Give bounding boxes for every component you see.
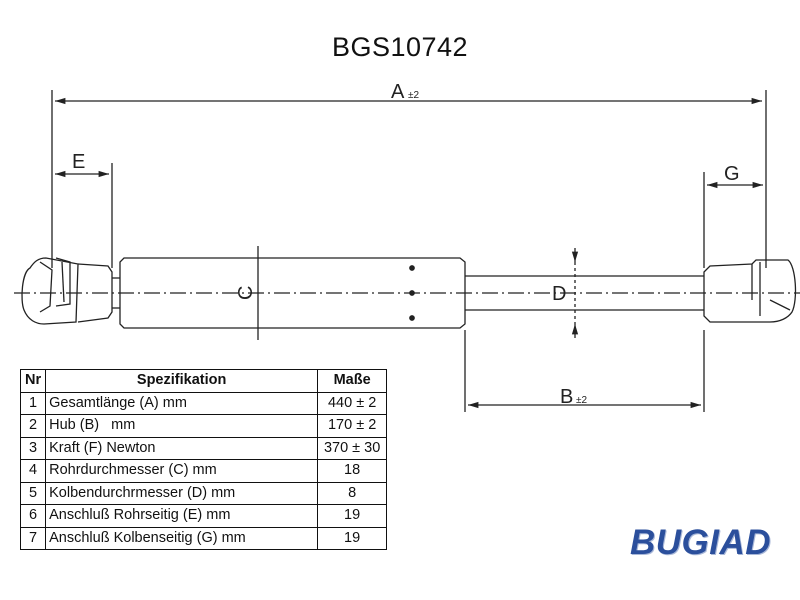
dimension-b-label: B	[560, 386, 573, 408]
right-end-fitting	[703, 259, 797, 323]
dimension-b-tolerance: ±2	[576, 395, 587, 406]
table-row: 6 Anschluß Rohrseitig (E) mm 19	[19, 504, 388, 528]
row-spec: Gesamtlänge (A) mm	[45, 391, 319, 415]
row-value: 370 ± 30	[317, 436, 388, 460]
table-row: 3 Kraft (F) Newton 370 ± 30	[19, 436, 388, 460]
header-spezifikation: Spezifikation	[45, 369, 319, 393]
dimension-g-label: G	[724, 163, 740, 185]
row-nr: 4	[19, 459, 47, 483]
table-row: 2 Hub (B) mm 170 ± 2	[19, 414, 388, 438]
row-spec: Kolbendurchrmesser (D) mm	[45, 481, 319, 505]
left-end-fitting	[21, 257, 120, 325]
row-spec: Anschluß Kolbenseitig (G) mm	[45, 526, 319, 550]
row-value: 19	[317, 504, 388, 528]
bugiad-logo: BUGIAD	[630, 523, 772, 562]
dimension-g	[703, 172, 763, 268]
row-spec: Anschluß Rohrseitig (E) mm	[45, 504, 319, 528]
row-nr: 3	[19, 436, 47, 460]
dimension-b	[464, 330, 705, 412]
row-nr: 7	[19, 526, 47, 550]
table-row: 4 Rohrdurchmesser (C) mm 18	[19, 459, 388, 483]
row-spec: Kraft (F) Newton	[45, 436, 319, 460]
table-row: 1 Gesamtlänge (A) mm 440 ± 2	[19, 391, 388, 415]
row-value: 19	[317, 526, 388, 550]
dimension-a-label: A	[391, 81, 405, 103]
dimension-e	[55, 163, 113, 268]
dimension-a	[51, 90, 767, 268]
row-spec: Rohrdurchmesser (C) mm	[45, 459, 319, 483]
specification-table: Nr Spezifikation Maße 1 Gesamtlänge (A) …	[19, 369, 388, 550]
table-row: 7 Anschluß Kolbenseitig (G) mm 19	[19, 526, 388, 550]
table-header-row: Nr Spezifikation Maße	[19, 369, 388, 393]
row-nr: 6	[19, 504, 47, 528]
row-value: 440 ± 2	[317, 391, 388, 415]
dimension-c-label: C	[235, 286, 257, 300]
row-nr: 1	[19, 391, 47, 415]
part-number-title: BGS10742	[331, 32, 469, 62]
row-value: 18	[317, 459, 388, 483]
dimension-e-label: E	[72, 151, 85, 173]
row-spec: Hub (B) mm	[45, 414, 319, 438]
row-value: 8	[317, 481, 388, 505]
dimension-a-tolerance: ±2	[408, 90, 419, 101]
row-nr: 2	[19, 414, 47, 438]
header-nr: Nr	[19, 369, 47, 393]
row-value: 170 ± 2	[317, 414, 388, 438]
table-row: 5 Kolbendurchrmesser (D) mm 8	[19, 481, 388, 505]
dimension-d-label: D	[552, 283, 566, 305]
row-nr: 5	[19, 481, 47, 505]
header-masse: Maße	[317, 369, 388, 393]
